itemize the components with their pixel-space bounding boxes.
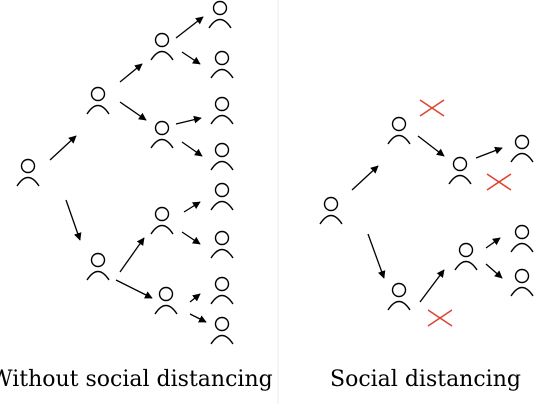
person-icon-l3-7 [210, 276, 234, 305]
arrow-root-to-top [351, 165, 379, 191]
person-icon-l2-c [150, 206, 174, 235]
arrow-root-to-bottom [367, 233, 386, 279]
person-icon-l1-bottom [86, 252, 110, 281]
arrow-l2d-to-l3-7 [189, 293, 201, 303]
social-distancing-panel [319, 99, 534, 327]
arrow-l2a-to-l3-1 [175, 16, 204, 39]
red-x-cross-icon-l2top-blocked [486, 173, 512, 191]
person-icon-l2-b [150, 120, 174, 149]
caption-social-distancing: Social distancing [330, 367, 521, 392]
person-icon-l3-1 [208, 0, 232, 29]
arrow-l1bottom-to-l2d [115, 279, 153, 299]
arrow-l2b-to-l3-3 [175, 115, 202, 125]
person-icon-l2-d [154, 286, 178, 315]
person-icon-l2-top [448, 156, 472, 185]
arrow-l2a-to-l3-2 [181, 51, 201, 65]
arrow-l2bottom-to-l3-3 [485, 263, 503, 279]
arrow-l2top-to-l3-1 [475, 146, 503, 159]
arrow-l2d-to-l3-8 [189, 313, 207, 323]
person-icon-l3-2 [510, 224, 534, 253]
arrow-l1bottom-to-l2 [419, 269, 445, 303]
person-icon-root [16, 158, 40, 187]
arrow-l2c-to-l3-6 [181, 231, 201, 245]
person-icon-l1-top [387, 116, 411, 145]
arrow-l1top-to-l2b [119, 101, 147, 121]
arrow-root-to-bottom [65, 199, 82, 241]
arrow-l1top-to-l2 [417, 135, 445, 157]
person-icon-l1-top [86, 86, 110, 115]
red-x-cross-icon-l1bottom-blocked [427, 309, 453, 327]
arrow-l1top-to-l2a [119, 63, 143, 83]
person-icon-l3-4 [210, 142, 234, 171]
person-icon-l3-5 [210, 182, 234, 211]
person-icon-l3-3 [210, 96, 234, 125]
person-icon-l3-1 [510, 134, 534, 163]
arrow-root-to-top [49, 135, 77, 161]
person-icon-l3-8 [210, 316, 234, 345]
person-icon-l3-2 [210, 50, 234, 79]
caption-without-social-distancing: Without social distancing [0, 367, 273, 392]
red-x-cross-icon-l1top-blocked [419, 99, 445, 117]
arrow-l2b-to-l3-4 [181, 141, 203, 157]
arrow-l1bottom-to-l2c [119, 237, 145, 273]
person-icon-l3-6 [210, 230, 234, 259]
person-icon-l2-bottom [454, 242, 478, 271]
person-icon-l3-3 [510, 268, 534, 297]
arrow-l2bottom-to-l3-2 [485, 237, 501, 249]
arrow-l2c-to-l3-5 [183, 201, 201, 213]
without-distancing-panel [16, 0, 234, 345]
person-icon-l1-bottom [387, 282, 411, 311]
person-icon-l2-a [150, 32, 174, 61]
person-icon-root [319, 196, 343, 225]
